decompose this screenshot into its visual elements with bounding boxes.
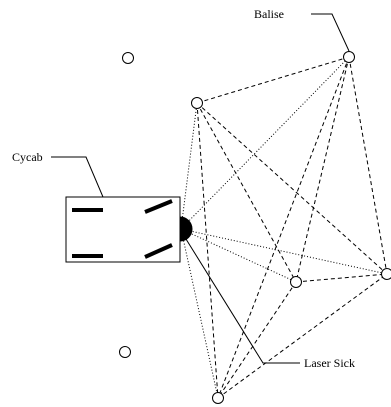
laser-rays	[180, 56, 388, 399]
beacon-links	[196, 56, 388, 399]
beacon	[381, 268, 391, 280]
beacon	[290, 276, 302, 288]
beacon	[122, 52, 134, 64]
wheel	[144, 199, 173, 214]
link-line	[217, 281, 297, 399]
link-line	[217, 273, 388, 399]
laser-sensor	[179, 216, 193, 242]
cycab-label: Cycab	[12, 150, 43, 164]
balise-leader	[311, 13, 350, 52]
laser-ray	[180, 228, 297, 283]
link-line	[295, 273, 388, 283]
balise-label: Balise	[254, 7, 284, 21]
beacon	[343, 51, 355, 63]
laser-ray	[180, 102, 198, 230]
link-line	[196, 56, 350, 104]
laser-ray	[180, 228, 219, 399]
laser-ray	[180, 56, 350, 230]
laser-leader	[180, 230, 300, 364]
leader-lines	[51, 13, 350, 364]
beacons	[119, 51, 391, 404]
vehicle-wheels	[72, 199, 173, 259]
link-line	[348, 56, 388, 275]
link-line	[196, 102, 388, 275]
link-line	[217, 56, 350, 399]
beacon	[191, 97, 203, 109]
beacon	[119, 346, 131, 358]
laser-sick-label: Laser Sick	[304, 356, 355, 370]
wheel	[144, 243, 173, 259]
laser-ray	[180, 228, 388, 275]
link-line	[196, 102, 219, 399]
beacon	[212, 392, 224, 404]
link-line	[295, 56, 350, 283]
link-line	[196, 102, 297, 283]
cycab-leader	[51, 156, 104, 198]
